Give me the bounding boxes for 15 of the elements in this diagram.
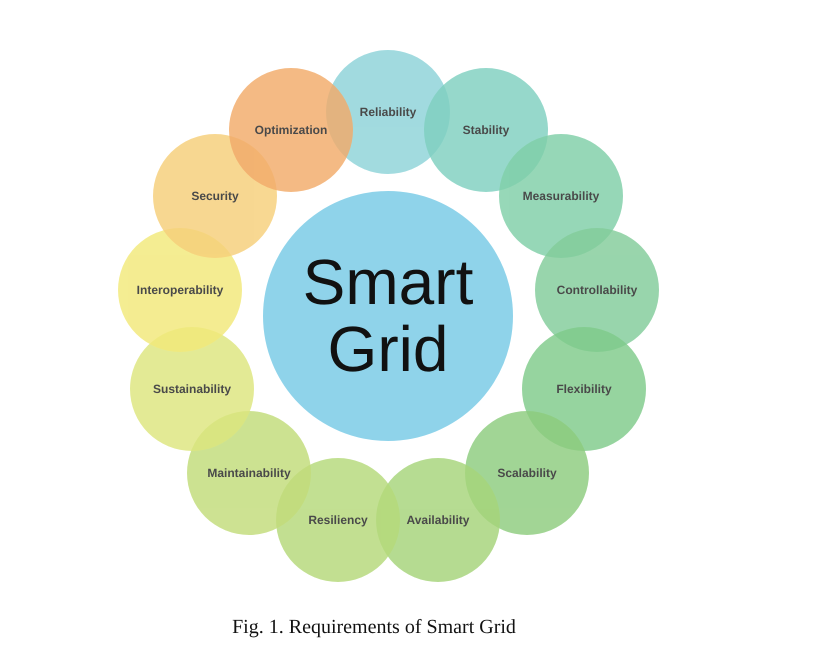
circle-label: Availability [406, 513, 470, 527]
circle-label: Maintainability [207, 466, 291, 480]
figure-caption: Fig. 1. Requirements of Smart Grid [231, 616, 517, 639]
center-title: Smart Grid [302, 248, 474, 384]
circle-label: Controllability [556, 283, 638, 297]
circle-label: Optimization [254, 123, 328, 137]
circle-label: Reliability [360, 105, 416, 119]
circle-label: Interoperability [136, 283, 224, 297]
circle-label: Resiliency [308, 513, 368, 527]
circle-label: Security [191, 189, 239, 203]
circle-label: Scalability [497, 466, 557, 480]
circle-label: Sustainability [152, 382, 232, 396]
circle-label: Measurability [522, 189, 600, 203]
circle-label: Flexibility [556, 382, 612, 396]
circle-label: Stability [462, 123, 510, 137]
